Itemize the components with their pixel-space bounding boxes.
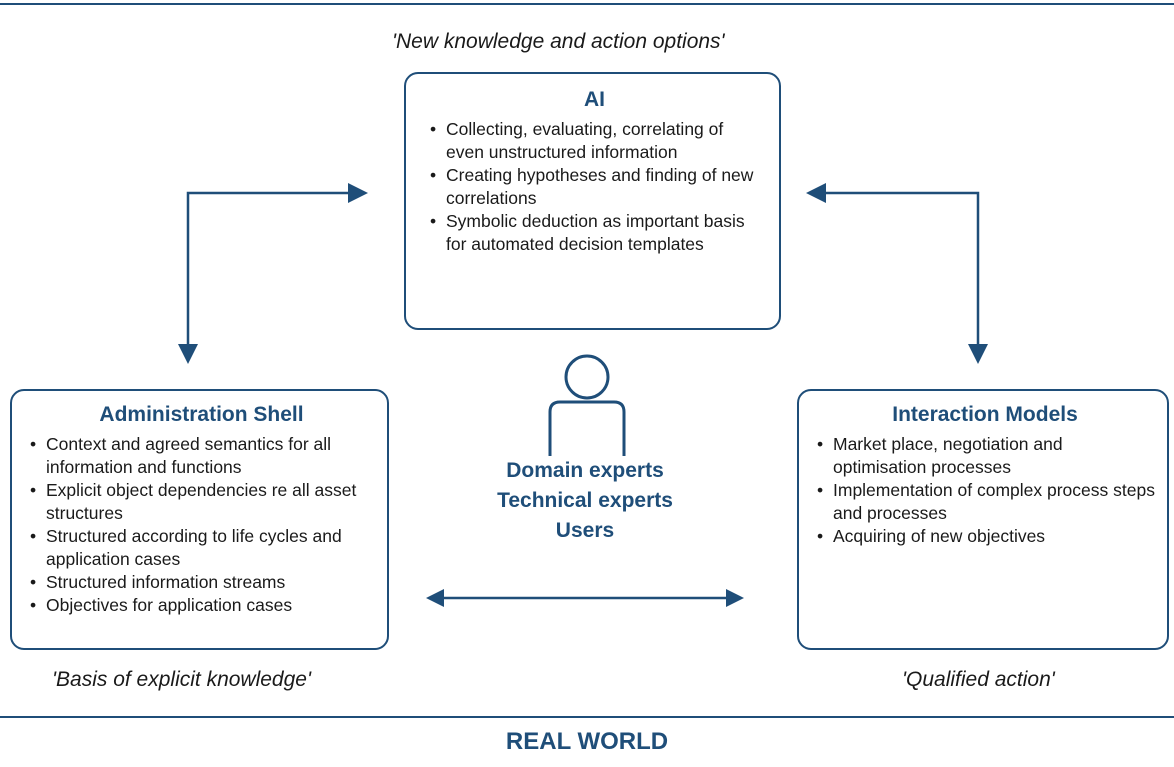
top-divider [0, 3, 1174, 5]
ai-box: AI Collecting, evaluating, correlating o… [404, 72, 781, 330]
list-item: Collecting, evaluating, correlating of e… [424, 118, 765, 164]
list-item: Structured information streams [24, 571, 379, 594]
arrow-ai-to-interaction [818, 191, 980, 350]
arrowhead-right-icon [726, 589, 744, 607]
ai-title: AI [584, 88, 605, 111]
arrowhead-left-icon [426, 589, 444, 607]
list-item: Context and agreed semantics for all inf… [24, 433, 379, 479]
interaction-models-caption: 'Qualified action' [902, 668, 1055, 691]
list-item: Implementation of complex process steps … [811, 479, 1159, 525]
list-item: Symbolic deduction as important basis fo… [424, 210, 765, 256]
interaction-models-box: Interaction Models Market place, negotia… [797, 389, 1169, 650]
real-world-label: REAL WORLD [505, 728, 669, 755]
arrowhead-right-icon [348, 183, 368, 203]
arrowhead-down-icon [178, 344, 198, 364]
administration-shell-list: Context and agreed semantics for all inf… [24, 433, 379, 617]
role-domain-experts: Domain experts [506, 459, 664, 482]
list-item: Structured according to life cycles and … [24, 525, 379, 571]
experts-label: Domain experts Technical experts Users [470, 456, 700, 546]
person-icon [548, 354, 626, 456]
list-item: Explicit object dependencies re all asse… [24, 479, 379, 525]
arrowhead-down-icon [968, 344, 988, 364]
administration-shell-box: Administration Shell Context and agreed … [10, 389, 389, 650]
arrow-admin-to-ai [186, 191, 360, 350]
administration-shell-title: Administration Shell [99, 403, 304, 426]
arrowhead-left-icon [806, 183, 826, 203]
interaction-models-title: Interaction Models [892, 403, 1078, 426]
list-item: Creating hypotheses and finding of new c… [424, 164, 765, 210]
ai-list: Collecting, evaluating, correlating of e… [424, 118, 765, 256]
role-users: Users [555, 519, 615, 542]
bottom-divider [0, 716, 1174, 718]
list-item: Acquiring of new objectives [811, 525, 1159, 548]
administration-shell-caption: 'Basis of explicit knowledge' [52, 668, 311, 691]
ai-caption: 'New knowledge and action options' [392, 30, 725, 53]
list-item: Market place, negotiation and optimisati… [811, 433, 1159, 479]
list-item: Objectives for application cases [24, 594, 379, 617]
interaction-models-list: Market place, negotiation and optimisati… [811, 433, 1159, 548]
role-technical-experts: Technical experts [497, 489, 673, 512]
